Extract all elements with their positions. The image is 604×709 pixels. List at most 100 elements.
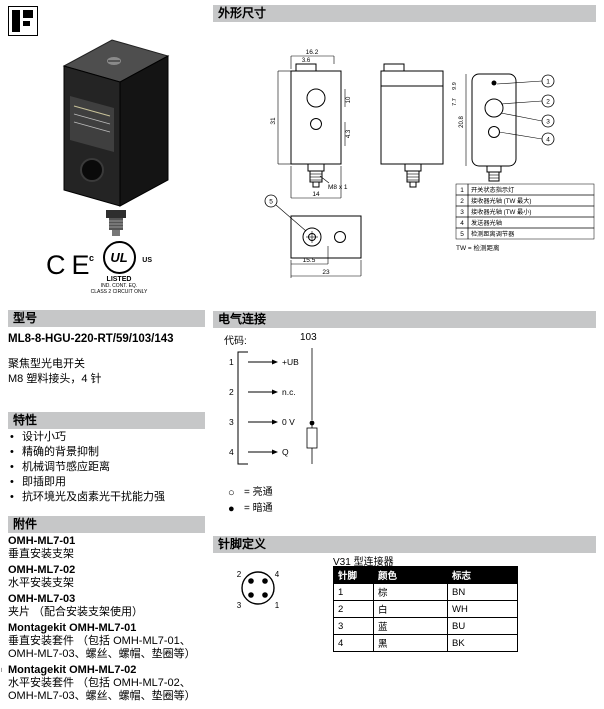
section-header-features: 特性 <box>8 412 205 429</box>
section-header-pin-assignment: 针脚定义 <box>213 536 596 553</box>
code-cell: BU <box>447 617 518 635</box>
electrical-code-label: 代码: <box>224 336 247 347</box>
accessory-desc: 垂直安装支架 <box>8 548 74 560</box>
junction-dot <box>309 420 315 426</box>
pin-no: 4 <box>229 447 234 457</box>
callout-5: 5 <box>269 199 273 206</box>
accessory-desc: 水平安装套件 （包括 OMH-ML7-02、OMH-ML7-03、螺丝、螺帽、垫… <box>8 677 196 702</box>
pin-cell: 2 <box>333 600 374 618</box>
code-cell: BK <box>447 634 518 652</box>
dim-height: 31 <box>270 117 277 125</box>
connector-face-drawing: 2 4 3 1 <box>237 570 280 610</box>
legend-no: 4 <box>460 220 464 227</box>
callout-4: 4 <box>546 137 550 144</box>
pin-cell: 4 <box>333 634 374 652</box>
light-on-text: = 亮通 <box>244 487 273 498</box>
connector-type-title: V31 型连接器 <box>333 557 394 568</box>
light-on-symbol: ○ <box>228 487 235 499</box>
dim-right-t1: 9.9 <box>452 82 458 90</box>
ul-category-text: IND. CONT. EQ. <box>100 283 138 289</box>
legend-grid <box>455 183 595 240</box>
led-indicator-dot <box>491 80 497 86</box>
accessory-desc: 水平安装支架 <box>8 577 74 589</box>
feature-item: 即插即用 <box>8 475 207 490</box>
color-cell: 棕 <box>373 583 448 601</box>
ul-c-label: c <box>89 253 95 263</box>
legend-no: 3 <box>460 209 464 216</box>
accessory-desc: 垂直安装套件 （包括 OMH-ML7-01、OMH-ML7-03、螺丝、螺帽、垫… <box>8 635 196 660</box>
m8-connector <box>112 230 120 236</box>
dim-bottom-inner: 15.5 <box>303 257 316 264</box>
ul-listed-text: LISTED <box>106 276 132 283</box>
ul-letters: UL <box>110 250 128 265</box>
table-row: 1 棕 BN <box>333 583 518 601</box>
pin-table-header: 针脚 <box>333 566 374 584</box>
product-label <box>70 96 114 152</box>
feature-item: 精确的背景抑制 <box>8 445 207 460</box>
switching-legend: ○ = 亮通 ● = 暗通 <box>228 485 273 517</box>
callout-3: 3 <box>546 119 550 126</box>
ul-us-label: US <box>142 257 152 264</box>
sensor-lens <box>80 158 104 182</box>
section-header-model: 型号 <box>8 310 205 327</box>
drawing-outlines <box>290 63 517 259</box>
pin-label: Q <box>282 447 289 457</box>
legend-no: 1 <box>460 187 464 194</box>
ul-class-text: CLASS 2 CIRCUIT ONLY <box>90 289 148 295</box>
table-row: 3 蓝 BU <box>333 617 518 635</box>
connector-body <box>237 351 248 465</box>
section-header-electrical: 电气连接 <box>213 311 596 328</box>
accessory-name: Montagekit OMH-ML7-01 <box>8 622 137 634</box>
ce-mark: CE <box>46 250 96 280</box>
legend-text: 接收器光轴 (TW 最小) <box>471 208 532 216</box>
features-list: 设计小巧 精确的背景抑制 机械调节感应距离 即插即用 抗环境光及卤素光干扰能力强 <box>8 430 207 505</box>
pin-cell: 1 <box>333 583 374 601</box>
load-circuit <box>306 348 318 464</box>
feature-item: 设计小巧 <box>8 430 207 445</box>
feature-item: 抗环境光及卤素光干扰能力强 <box>8 490 207 505</box>
pin-table: 针脚 颜色 标志 1 棕 BN 2 白 WH 3 蓝 BU 4 <box>333 566 518 652</box>
document-reference: 16 204824_ch.xml <box>0 647 2 705</box>
table-row: 4 黑 BK <box>333 634 518 652</box>
model-number: ML8-8-HGU-220-RT/59/103/143 <box>8 333 174 345</box>
section-header-accessories: 附件 <box>8 516 205 533</box>
dark-on-symbol: ● <box>228 503 235 515</box>
dim-side2: 4.3 <box>346 129 352 138</box>
code-cell: BN <box>447 583 518 601</box>
dim-right-height: 20.8 <box>459 116 465 128</box>
legend-text: 发送器光轴 <box>471 219 502 227</box>
accessory-name: OMH-ML7-01 <box>8 535 76 547</box>
pin-lines <box>248 361 272 453</box>
callout-2: 2 <box>546 99 550 106</box>
dimension-drawing: 16.2 3.6 31 14 10 4.3 M8 x 1 15.5 23 20.… <box>264 49 595 278</box>
pin-table-header: 标志 <box>447 566 518 584</box>
ul-mark: c US UL LISTED IND. CONT. EQ. CLASS 2 CI… <box>86 241 152 295</box>
pepperl-fuchs-logo <box>8 6 38 36</box>
color-cell: 白 <box>373 600 448 618</box>
dim-right-t2: 7.7 <box>452 98 458 106</box>
drawing-dim-lines <box>275 55 543 278</box>
legend-text: 检测距离调节器 <box>471 230 515 238</box>
dim-bottom-width: 23 <box>322 269 330 276</box>
pin-label: 0 V <box>282 417 295 427</box>
accessories-list: OMH-ML7-01 垂直安装支架 OMH-ML7-02 水平安装支架 OMH-… <box>8 532 207 703</box>
legend-text: 接收器光轴 (TW 最大) <box>471 197 532 205</box>
ul-circle: UL <box>102 241 136 274</box>
connector-pin-dots <box>248 578 268 598</box>
pin-no: 1 <box>229 357 234 367</box>
product-photo <box>62 39 170 236</box>
dim-top2: 3.6 <box>302 58 311 64</box>
legend-no: 5 <box>460 231 464 238</box>
pin-no: 3 <box>229 417 234 427</box>
table-row: 2 白 WH <box>333 600 518 618</box>
legend-text: 开关状态指示灯 <box>471 186 514 194</box>
dim-side1: 10 <box>346 96 352 103</box>
pin-no: 2 <box>229 387 234 397</box>
connector-pin-no: 1 <box>275 601 280 610</box>
connector-pin-no: 4 <box>275 570 280 579</box>
accessory-name: OMH-ML7-02 <box>8 564 76 576</box>
connector-pin-no: 3 <box>237 601 242 610</box>
callout-circles <box>264 74 555 208</box>
dark-on-text: = 暗通 <box>244 503 273 514</box>
